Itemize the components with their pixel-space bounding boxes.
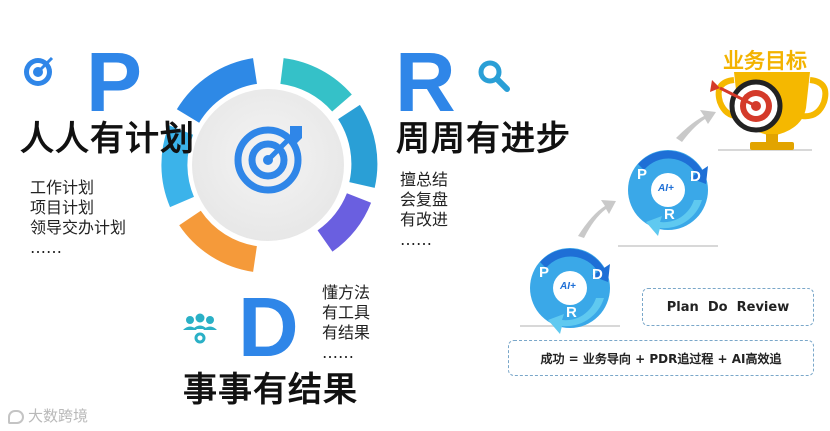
cycle-p-label: P [539, 264, 550, 281]
plan-items: 工作计划 项目计划 领导交办计划 …… [30, 178, 126, 258]
cycle-r-label: R [566, 304, 577, 321]
cycle-r-label: R [664, 206, 675, 223]
pdr-cycle-upper [628, 150, 708, 236]
plan-item: 工作计划 [30, 178, 95, 197]
plan-item: 项目计划 [30, 198, 95, 217]
do-title: 事事有结果 [183, 370, 358, 410]
cycle-d-label: D [592, 266, 603, 283]
cycle-lower-labels: P D R AI+ [530, 248, 610, 328]
plan-letter: P [86, 35, 143, 129]
cycle-center-label: AI+ [560, 281, 576, 292]
watermark: 大数跨境 [8, 405, 88, 426]
ring-segment-3 [317, 192, 372, 252]
small-target-icon [24, 56, 54, 86]
review-item: 擅总结 [400, 170, 449, 189]
target-icon [234, 126, 302, 194]
review-items: 擅总结 会复盘 有改进 …… [400, 170, 448, 250]
team-gear-icon [183, 313, 217, 344]
ring-segment-1 [279, 58, 352, 112]
do-item: 懂方法 [322, 283, 371, 302]
watermark-logo-icon [8, 409, 24, 424]
ring-segment-4 [179, 210, 258, 272]
search-icon [478, 60, 510, 92]
goal-label: 业务目标 [723, 49, 807, 73]
review-title: 周周有进步 [396, 119, 571, 159]
do-items: 懂方法 有工具 有结果 …… [322, 283, 370, 363]
formula-box: 成功 = 业务导向 + PDR追过程 + AI高效追 [508, 340, 814, 376]
cycle-p-label: P [637, 166, 648, 183]
review-item: 会复盘 [400, 190, 449, 209]
trophy-icon [710, 72, 829, 150]
review-item: …… [400, 230, 432, 249]
arrow-up-icon [578, 110, 716, 238]
review-letter: R [395, 35, 456, 129]
pdr-box: Plan Do Review [642, 288, 814, 326]
ring-segment-2 [337, 104, 378, 188]
cycle-d-label: D [690, 168, 701, 185]
do-item: 有工具 [322, 303, 371, 322]
do-item: …… [322, 343, 354, 362]
cycle-upper-labels: P D R AI+ [628, 150, 708, 230]
watermark-text: 大数跨境 [28, 407, 89, 425]
plan-item: …… [30, 238, 62, 257]
review-item: 有改进 [400, 210, 449, 229]
ring-segments [161, 58, 378, 272]
do-letter: D [238, 280, 299, 374]
plan-title: 人人有计划 [20, 119, 195, 159]
pdr-cycle-lower [530, 248, 610, 334]
plan-item: 领导交办计划 [30, 218, 127, 237]
ring-segment-5 [161, 125, 195, 208]
ring-segment-6 [176, 58, 258, 124]
do-item: 有结果 [322, 323, 371, 342]
cycle-center-label: AI+ [658, 183, 674, 194]
